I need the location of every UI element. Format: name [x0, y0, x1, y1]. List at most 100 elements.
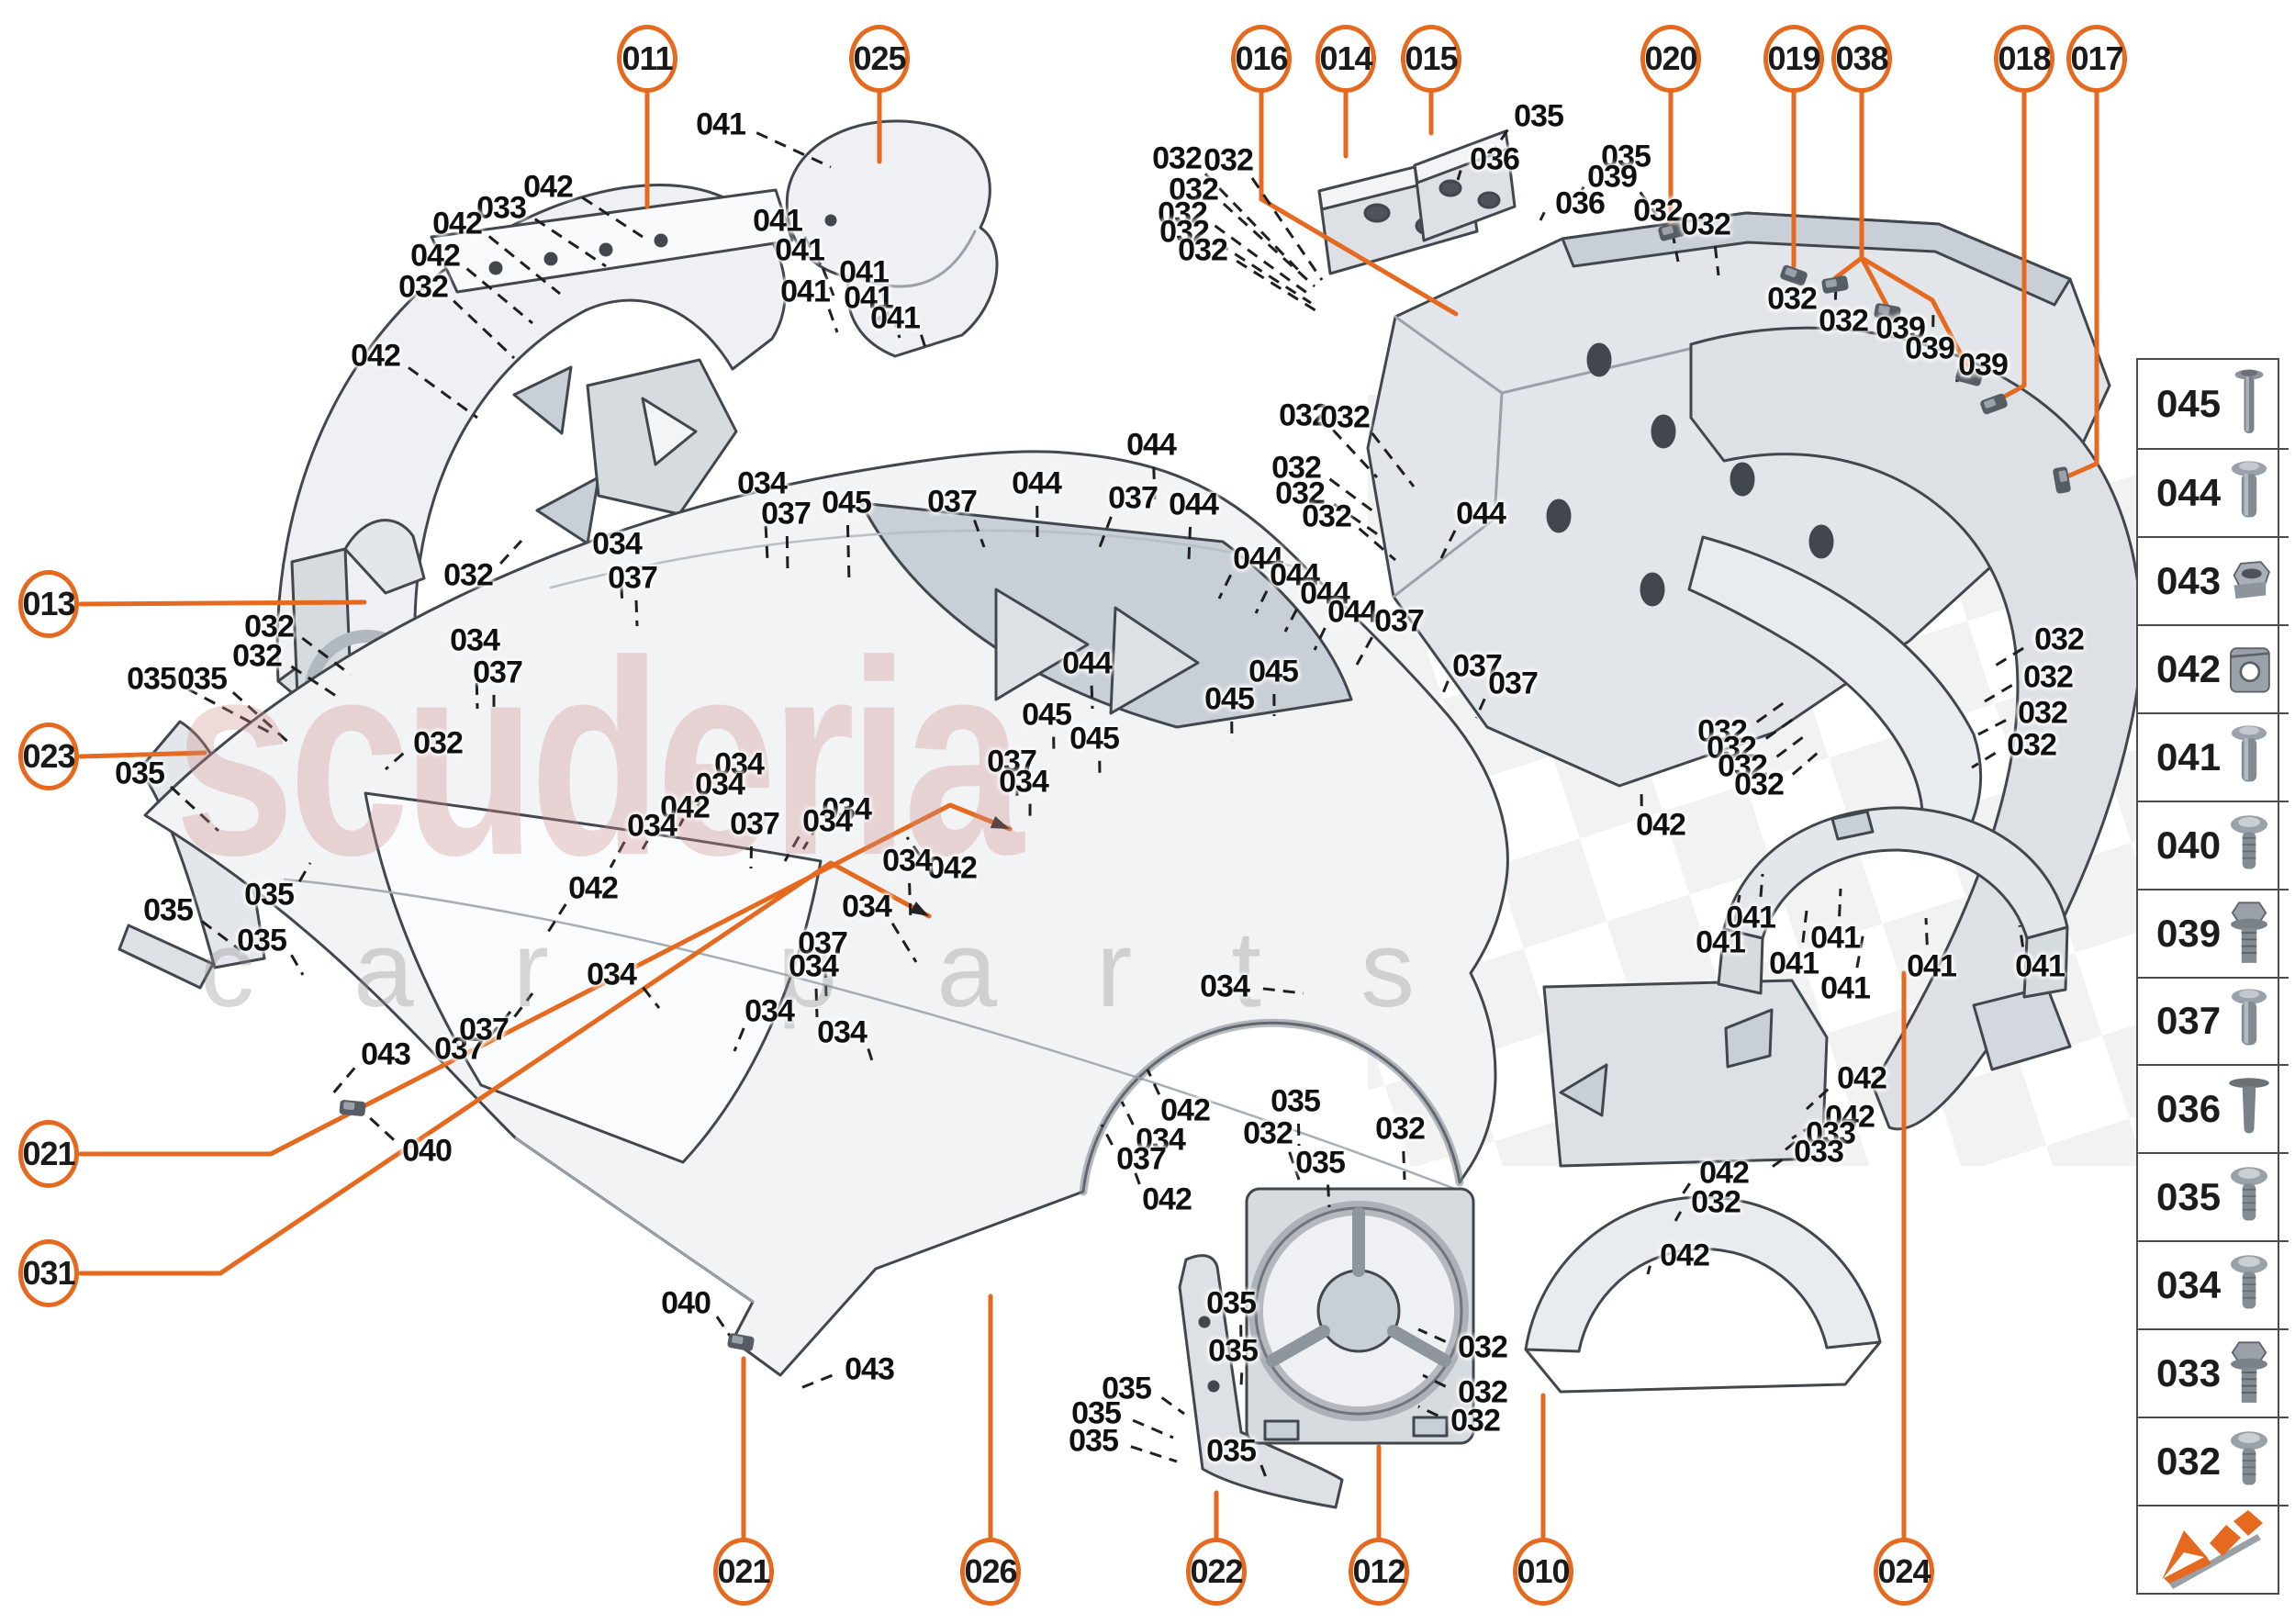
part-number-label: 032	[1271, 450, 1322, 486]
legend-row-042: 042	[2138, 623, 2289, 712]
label-leader	[290, 954, 305, 976]
watermark-subtitle: car parts	[200, 909, 1515, 1030]
fastener-clip	[1658, 221, 1685, 241]
callout-leader-line	[1859, 255, 1890, 309]
part-number-label: 037	[608, 560, 658, 596]
fastener-clip	[1780, 264, 1808, 286]
part-number-label: 035	[1071, 1395, 1122, 1431]
part-number-label: 037	[987, 744, 1037, 779]
callout-circle-013: 013	[18, 570, 79, 638]
label-leader	[1216, 241, 1312, 305]
label-leader	[1239, 1372, 1244, 1387]
part-number-label: 034	[695, 767, 745, 802]
scuderia-logo	[2138, 1505, 2289, 1593]
part-number-label: 042	[1636, 807, 1686, 843]
part-number-label: 041	[839, 254, 890, 290]
part-number-label: 037	[1108, 480, 1159, 516]
part-number-label: 032	[1169, 172, 1219, 207]
part-number-label: 032	[398, 269, 449, 305]
callout-leader-line	[1859, 255, 1972, 373]
uclip-icon	[2222, 632, 2276, 707]
part-number-label: 045	[1248, 654, 1299, 689]
label-leader	[200, 920, 241, 952]
callout-circle-014: 014	[1315, 25, 1376, 93]
legend-part-number: 032	[2156, 1439, 2222, 1484]
label-leader	[756, 131, 832, 169]
callout-circle-017: 017	[2066, 25, 2127, 93]
part-number-label: 032	[232, 638, 283, 674]
callout-leader-line	[1832, 255, 1864, 281]
part-number-label: 036	[1555, 185, 1606, 221]
label-leader	[827, 308, 839, 333]
legend-row-041: 041	[2138, 711, 2289, 801]
callout-circle-020: 020	[1640, 25, 1701, 93]
label-leader	[890, 923, 918, 963]
part-number-label: 044	[1300, 576, 1350, 611]
label-leader	[803, 236, 823, 267]
part-number-label: 041	[1769, 946, 1819, 981]
label-leader	[1639, 191, 1665, 226]
label-leader	[814, 988, 819, 1018]
hexbolt-icon	[2222, 1336, 2276, 1411]
part-number-label: 032	[1152, 140, 1203, 176]
label-leader	[696, 779, 713, 807]
part-wheel-house-010	[1524, 979, 1882, 1394]
part-number-label: 041	[753, 203, 803, 239]
part-number-label: 035	[1069, 1423, 1119, 1459]
legend-part-number: 041	[2156, 734, 2222, 778]
part-number-label: 034	[842, 889, 892, 924]
label-leader	[301, 636, 352, 677]
label-leader	[2018, 924, 2025, 947]
part-number-label: 042	[351, 338, 401, 374]
part-number-label: 032	[2034, 622, 2085, 657]
label-leader	[1120, 1101, 1135, 1126]
legend-row-043: 043	[2138, 535, 2289, 624]
label-leader	[800, 1373, 833, 1390]
label-leader	[1160, 1396, 1185, 1416]
part-number-label: 042	[1699, 1155, 1750, 1191]
legend-row-034: 034	[2138, 1240, 2289, 1328]
part-number-label: 042	[1837, 1060, 1887, 1096]
label-leader	[1259, 1464, 1269, 1481]
label-leader	[1838, 888, 1842, 917]
callout-circle-021: 021	[18, 1120, 79, 1188]
label-leader	[973, 520, 986, 548]
label-leader	[1456, 170, 1462, 181]
part-number-label: 041	[1907, 948, 1957, 984]
part-number-label: 035	[1206, 1285, 1257, 1321]
legend-part-number: 040	[2156, 823, 2222, 867]
label-leader	[1288, 1151, 1301, 1181]
label-leader	[881, 291, 890, 318]
label-leader	[1203, 173, 1305, 277]
legend-part-number: 039	[2156, 911, 2222, 955]
label-leader	[823, 965, 828, 997]
label-leader	[1187, 526, 1192, 561]
label-leader	[785, 535, 789, 572]
part-number-label: 032	[1302, 498, 1352, 534]
legend-row-039: 039	[2138, 888, 2289, 977]
part-number-label: 042	[523, 169, 574, 205]
label-leader	[1132, 1418, 1174, 1439]
part-number-label: 045	[1204, 681, 1255, 717]
label-leader	[1296, 1123, 1301, 1147]
label-leader	[365, 1114, 396, 1141]
part-number-label: 039	[1958, 347, 2009, 383]
part-number-label: 035	[143, 892, 194, 928]
label-leader	[1977, 719, 2007, 736]
part-number-label: 036	[1470, 141, 1520, 177]
arrow-logo-icon	[2162, 1510, 2263, 1590]
bolt-long-icon	[2222, 366, 2276, 442]
label-leader	[1131, 1165, 1141, 1185]
label-leader	[821, 267, 835, 297]
label-leader	[1100, 1124, 1114, 1146]
label-leader	[1493, 129, 1509, 151]
part-number-label: 043	[361, 1036, 411, 1072]
part-number-label: 041	[870, 300, 921, 336]
part-number-label: 045	[822, 485, 872, 521]
label-leader	[763, 505, 769, 561]
part-number-label: 042	[927, 850, 978, 886]
callout-circle-011: 011	[617, 25, 677, 93]
